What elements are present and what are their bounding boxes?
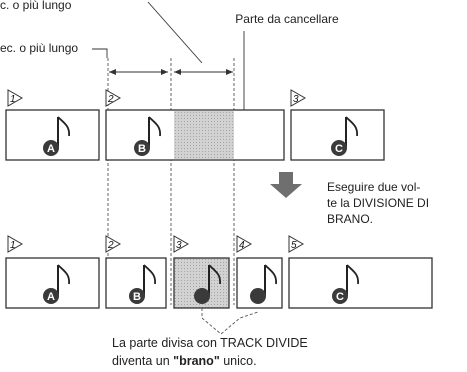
top-track-1-note-icon: A (43, 116, 70, 156)
svg-text:B: B (133, 291, 141, 303)
bottom-track-4-flag: 4 (236, 235, 253, 253)
svg-text:A: A (47, 143, 55, 155)
svg-text:4: 4 (239, 240, 245, 251)
erase-part-label: Parte da cancellare (235, 12, 339, 26)
bottom-track-3-flag: 3 (173, 235, 190, 253)
caption-line-1: La parte divisa con TRACK DIVIDE (112, 336, 308, 350)
caption-line-2: diventa un "brano" unico. (112, 354, 257, 368)
bottom-track-1-flag: 1 (7, 235, 24, 253)
svg-text:2: 2 (107, 240, 114, 251)
svg-text:5: 5 (291, 240, 297, 251)
duration-bracket-left (109, 69, 168, 75)
bottom-track-4-note-icon (250, 264, 277, 304)
svg-text:3: 3 (176, 240, 182, 251)
svg-text:1: 1 (10, 240, 16, 251)
svg-text:A: A (47, 291, 55, 303)
duration-bracket-right (174, 69, 233, 75)
svg-text:B: B (138, 143, 146, 155)
top-track-3-note-icon: C (331, 116, 358, 156)
svg-text:2: 2 (107, 94, 114, 105)
instruction-line-2: te la DIVISIONE DI (327, 196, 429, 210)
caption-connector (201, 308, 259, 335)
svg-text:C: C (336, 291, 344, 303)
bottom-track-5-note-icon: C (332, 264, 359, 304)
erase-region (174, 111, 234, 159)
duration-label-mid: ec. o più lungo (0, 41, 78, 55)
duration-label-top: c. o più lungo (0, 0, 72, 12)
top-track-2-flag: 2 (105, 89, 122, 107)
bottom-track-5-box (288, 257, 433, 309)
bottom-track-3-note-icon (194, 264, 221, 304)
bottom-track-5-flag: 5 (288, 235, 305, 253)
svg-text:3: 3 (293, 94, 299, 105)
bottom-track-2-flag: 2 (105, 235, 122, 253)
instruction-line-1: Eseguire due vol- (327, 180, 420, 194)
down-arrow-icon (270, 172, 302, 198)
leader-line-top (147, 1, 203, 64)
top-track-1-flag: 1 (7, 89, 24, 107)
leader-line-mid (92, 48, 108, 58)
instruction-line-3: BRANO. (327, 212, 373, 226)
svg-text:C: C (335, 143, 343, 155)
top-track-3-flag: 3 (290, 89, 307, 107)
bottom-track-2-note-icon: B (129, 264, 156, 304)
bottom-track-1-note-icon: A (43, 264, 70, 304)
svg-text:1: 1 (10, 94, 16, 105)
top-track-2-note-icon: B (134, 116, 161, 156)
